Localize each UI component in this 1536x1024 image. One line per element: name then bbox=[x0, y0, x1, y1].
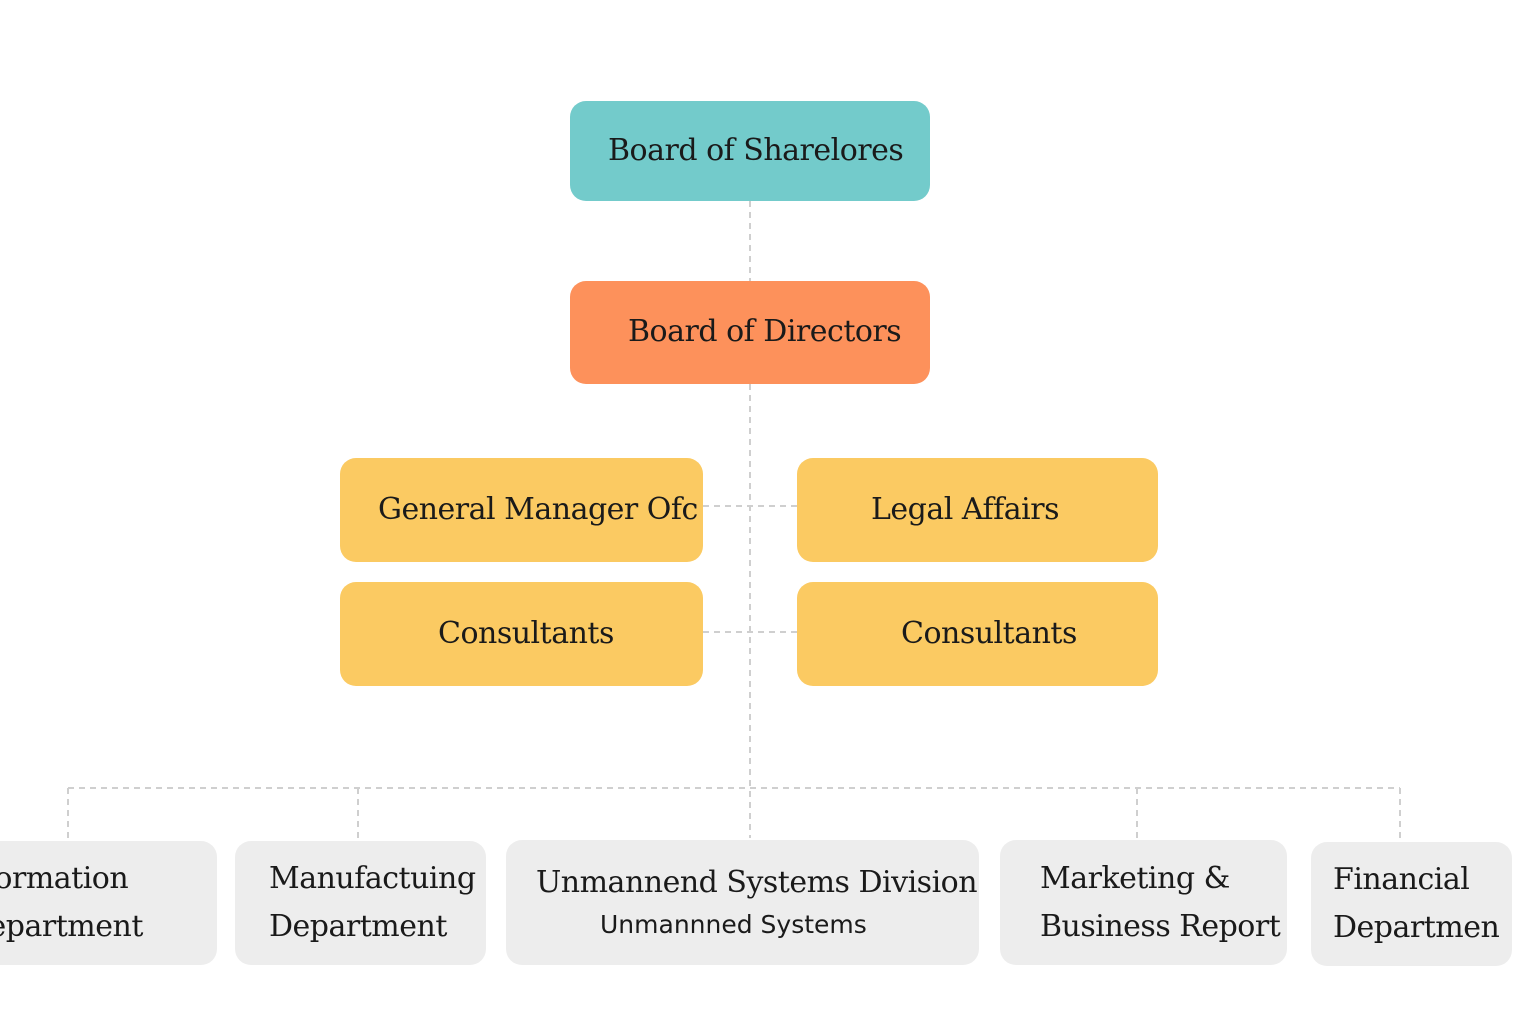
node-financial-department: Financial Departmen bbox=[1311, 842, 1512, 966]
node-label-line2: Department bbox=[269, 909, 447, 944]
node-label: Consultants bbox=[901, 615, 1077, 651]
node-label: Legal Affairs bbox=[871, 491, 1059, 527]
node-legal-affairs: Legal Affairs bbox=[797, 458, 1158, 562]
node-label-line1: nformation bbox=[0, 861, 129, 896]
node-label-line1: Manufactuing bbox=[269, 861, 476, 896]
node-general-manager-office: General Manager Ofc bbox=[340, 458, 703, 562]
node-consultants-right: Consultants bbox=[797, 582, 1158, 686]
node-board-of-directors: Board of Directors bbox=[570, 281, 930, 384]
node-subtitle: Unmannned Systems bbox=[600, 910, 867, 940]
node-label: Consultants bbox=[438, 615, 614, 651]
node-label: Board of Directors bbox=[628, 314, 902, 350]
node-manufacturing-department: Manufactuing Department bbox=[235, 841, 486, 965]
node-marketing-business-report: Marketing & Business Report bbox=[1000, 840, 1287, 965]
node-label-line2: Business Report bbox=[1040, 908, 1281, 944]
node-board-of-shareholders: Board of Sharelores bbox=[570, 101, 930, 201]
node-label-line2: Department bbox=[0, 909, 143, 944]
node-label-line1: Financial bbox=[1333, 862, 1470, 897]
node-label-line1: Marketing & bbox=[1040, 860, 1230, 896]
node-label: Board of Sharelores bbox=[608, 132, 904, 168]
node-label-line2: Departmen bbox=[1333, 910, 1500, 945]
node-title: Unmannend Systems Division bbox=[536, 864, 978, 900]
node-information-department: nformation Department bbox=[0, 841, 217, 965]
node-unmanned-systems-division: Unmannend Systems Division Unmannned Sys… bbox=[506, 840, 979, 965]
node-label: General Manager Ofc bbox=[378, 491, 698, 527]
node-consultants-left: Consultants bbox=[340, 582, 703, 686]
